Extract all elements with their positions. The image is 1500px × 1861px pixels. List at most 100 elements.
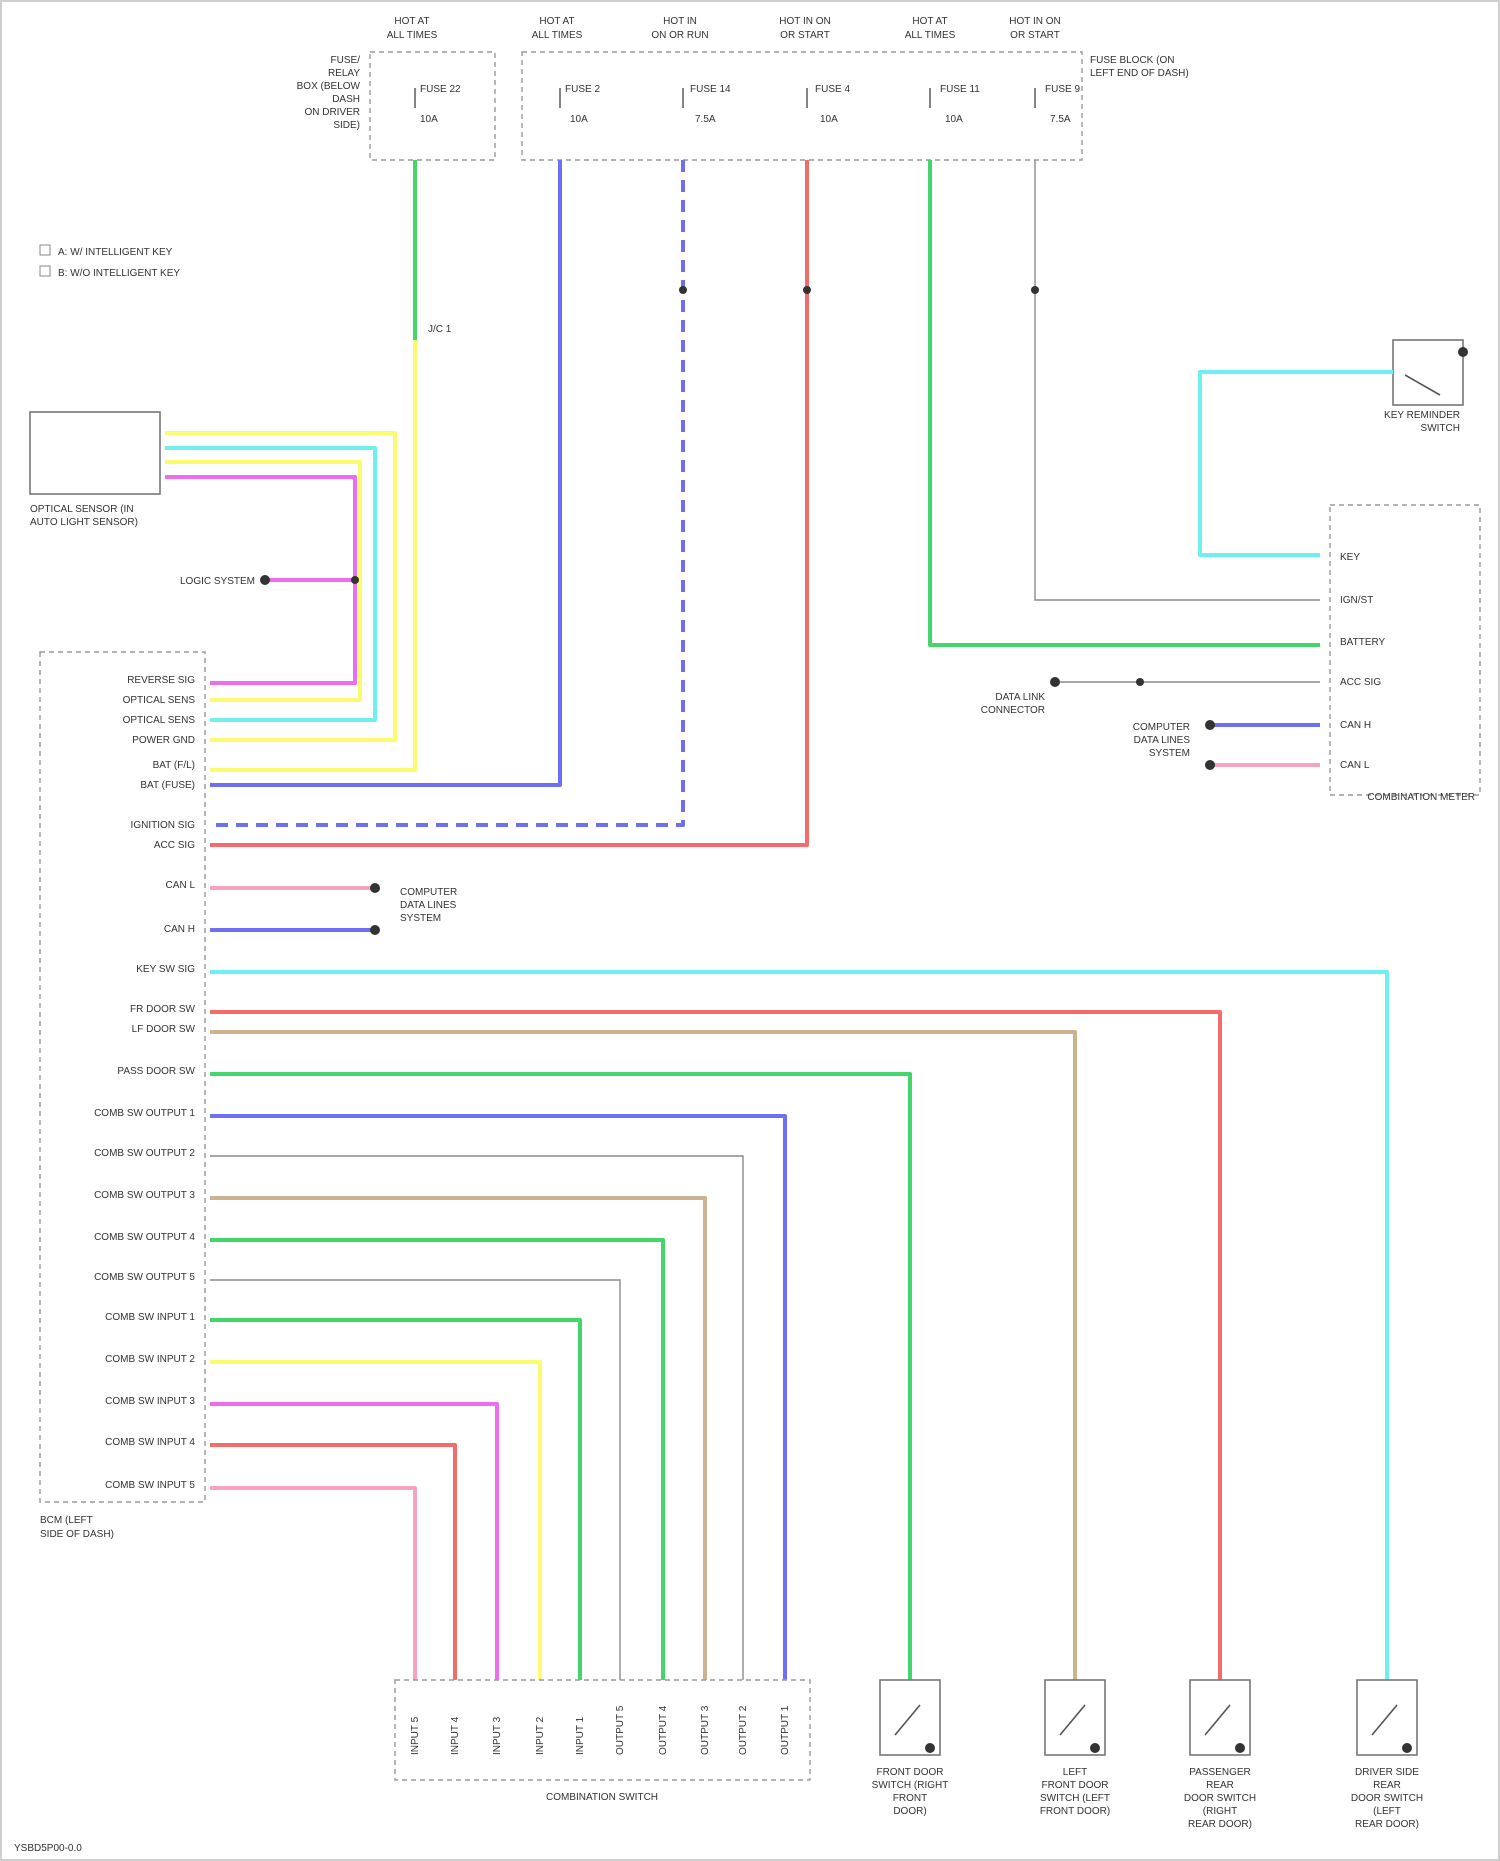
svg-text:IGN/ST: IGN/ST (1340, 595, 1373, 606)
svg-text:COMB SW INPUT 3: COMB SW INPUT 3 (105, 1396, 195, 1407)
svg-text:DATA LINES: DATA LINES (1134, 735, 1191, 746)
fuse-header-6-line1: HOT IN ON (1009, 16, 1060, 27)
svg-text:INPUT 2: INPUT 2 (535, 1716, 546, 1755)
fuse-block-label-1: FUSE BLOCK (ON (1090, 55, 1174, 66)
svg-text:CAN L: CAN L (166, 880, 196, 891)
svg-text:PASS DOOR SW: PASS DOOR SW (117, 1066, 195, 1077)
bcm-label-2: SIDE OF DASH) (40, 1529, 114, 1540)
svg-text:FUSE 11: FUSE 11 (940, 84, 980, 95)
reverse-circuit-label: LOGIC SYSTEM (180, 576, 255, 587)
svg-text:DOOR): DOOR) (893, 1806, 926, 1817)
svg-text:OPTICAL SENS: OPTICAL SENS (123, 695, 196, 706)
svg-text:DATA LINES: DATA LINES (400, 900, 457, 911)
svg-text:COMB SW INPUT 2: COMB SW INPUT 2 (105, 1354, 195, 1365)
svg-text:COMB SW INPUT 4: COMB SW INPUT 4 (105, 1437, 195, 1448)
svg-text:COMPUTER: COMPUTER (400, 887, 457, 898)
svg-text:PASSENGER: PASSENGER (1189, 1767, 1251, 1778)
combination-switch-label: COMBINATION SWITCH (546, 1792, 658, 1803)
legend-b: B: W/O INTELLIGENT KEY (58, 268, 180, 279)
fuse-header-6-line2: OR START (1010, 30, 1060, 41)
svg-text:OUTPUT 5: OUTPUT 5 (615, 1705, 626, 1755)
fuse-header-2-line1: HOT AT (539, 16, 574, 27)
svg-text:BAT (FUSE): BAT (FUSE) (140, 780, 195, 791)
optical-sensor (30, 412, 160, 494)
svg-text:FRONT DOOR: FRONT DOOR (1041, 1780, 1108, 1791)
fuse-header-3-line1: HOT IN (663, 16, 697, 27)
fuse-header-2-line2: ALL TIMES (532, 30, 583, 41)
svg-text:INPUT 5: INPUT 5 (410, 1716, 421, 1755)
svg-text:FRONT DOOR): FRONT DOOR) (1040, 1806, 1110, 1817)
svg-text:FUSE 9: FUSE 9 (1045, 84, 1080, 95)
svg-text:DASH: DASH (332, 94, 360, 105)
svg-text:10A: 10A (820, 114, 838, 125)
svg-text:DRIVER SIDE: DRIVER SIDE (1355, 1767, 1419, 1778)
svg-text:COMB SW OUTPUT 2: COMB SW OUTPUT 2 (94, 1148, 195, 1159)
svg-text:COMB SW OUTPUT 3: COMB SW OUTPUT 3 (94, 1190, 195, 1201)
legend-a: A: W/ INTELLIGENT KEY (58, 247, 173, 258)
svg-text:ON DRIVER: ON DRIVER (304, 107, 360, 118)
footer-code: YSBD5P00-0.0 (14, 1843, 82, 1854)
fuse-header-4-line2: OR START (780, 30, 830, 41)
svg-text:RELAY: RELAY (328, 68, 360, 79)
svg-text:COMB SW OUTPUT 5: COMB SW OUTPUT 5 (94, 1272, 195, 1283)
svg-text:COMB SW INPUT 5: COMB SW INPUT 5 (105, 1480, 195, 1491)
svg-text:POWER GND: POWER GND (132, 735, 195, 746)
svg-text:FUSE 2: FUSE 2 (565, 84, 600, 95)
combination-meter-label: COMBINATION METER (1367, 792, 1475, 803)
key-reminder-label-1: KEY REMINDER (1384, 410, 1460, 421)
svg-text:INPUT 4: INPUT 4 (450, 1716, 461, 1755)
svg-text:BAT (F/L): BAT (F/L) (153, 760, 195, 771)
svg-text:ACC SIG: ACC SIG (154, 840, 195, 851)
svg-text:REAR DOOR): REAR DOOR) (1355, 1819, 1419, 1830)
svg-text:(RIGHT: (RIGHT (1203, 1806, 1237, 1817)
svg-text:FUSE 14: FUSE 14 (690, 84, 731, 95)
svg-text:FRONT: FRONT (893, 1793, 927, 1804)
svg-text:REVERSE SIG: REVERSE SIG (127, 675, 195, 686)
fuse-1-name: FUSE 22 (420, 84, 461, 95)
splice-label: J/C 1 (428, 324, 452, 335)
optical-sensor-label-1: OPTICAL SENSOR (IN (30, 504, 134, 515)
svg-text:INPUT 3: INPUT 3 (492, 1716, 503, 1755)
fuse-header-1-line1: HOT AT (394, 16, 429, 27)
svg-text:LEFT: LEFT (1063, 1767, 1087, 1778)
svg-text:COMB SW OUTPUT 1: COMB SW OUTPUT 1 (94, 1108, 195, 1119)
svg-text:SIDE): SIDE) (333, 120, 360, 131)
svg-text:COMB SW OUTPUT 4: COMB SW OUTPUT 4 (94, 1232, 195, 1243)
svg-text:SYSTEM: SYSTEM (1149, 748, 1190, 759)
optical-sensor-label-2: AUTO LIGHT SENSOR) (30, 517, 138, 528)
svg-text:OUTPUT 3: OUTPUT 3 (700, 1705, 711, 1755)
fuse-header-3-line2: ON OR RUN (651, 30, 708, 41)
svg-text:LF DOOR SW: LF DOOR SW (132, 1024, 196, 1035)
svg-text:INPUT 1: INPUT 1 (575, 1716, 586, 1755)
key-reminder-switch (1393, 340, 1463, 405)
key-reminder-label-2: SWITCH (1421, 423, 1460, 434)
svg-text:COMPUTER: COMPUTER (1133, 722, 1190, 733)
svg-text:DOOR SWITCH: DOOR SWITCH (1184, 1793, 1256, 1804)
svg-text:FR DOOR SW: FR DOOR SW (130, 1004, 196, 1015)
svg-text:CAN H: CAN H (1340, 720, 1371, 731)
svg-text:ACC SIG: ACC SIG (1340, 677, 1381, 688)
svg-text:REAR: REAR (1206, 1780, 1234, 1791)
fuse-header-1-line2: ALL TIMES (387, 30, 438, 41)
svg-text:BATTERY: BATTERY (1340, 637, 1386, 648)
fuse-block-label-2: LEFT END OF DASH) (1090, 68, 1189, 79)
svg-text:OUTPUT 1: OUTPUT 1 (780, 1705, 791, 1755)
svg-text:IGNITION SIG: IGNITION SIG (131, 820, 196, 831)
fuse-header-5-line1: HOT AT (912, 16, 947, 27)
svg-text:CAN L: CAN L (1340, 760, 1370, 771)
svg-text:10A: 10A (945, 114, 963, 125)
fuse-header-4-line1: HOT IN ON (779, 16, 830, 27)
svg-text:SWITCH (RIGHT: SWITCH (RIGHT (872, 1780, 949, 1791)
fuse-1-amps: 10A (420, 114, 438, 125)
svg-text:BOX (BELOW: BOX (BELOW (297, 81, 361, 92)
fuse-header-5-line2: ALL TIMES (905, 30, 956, 41)
svg-text:(LEFT: (LEFT (1373, 1806, 1401, 1817)
svg-text:FRONT DOOR: FRONT DOOR (876, 1767, 943, 1778)
svg-text:DATA LINK: DATA LINK (995, 692, 1045, 703)
svg-text:CONNECTOR: CONNECTOR (981, 705, 1045, 716)
svg-text:KEY SW SIG: KEY SW SIG (136, 964, 195, 975)
svg-text:OUTPUT 4: OUTPUT 4 (658, 1705, 669, 1755)
svg-text:FUSE/: FUSE/ (331, 55, 361, 66)
svg-text:7.5A: 7.5A (1050, 114, 1071, 125)
